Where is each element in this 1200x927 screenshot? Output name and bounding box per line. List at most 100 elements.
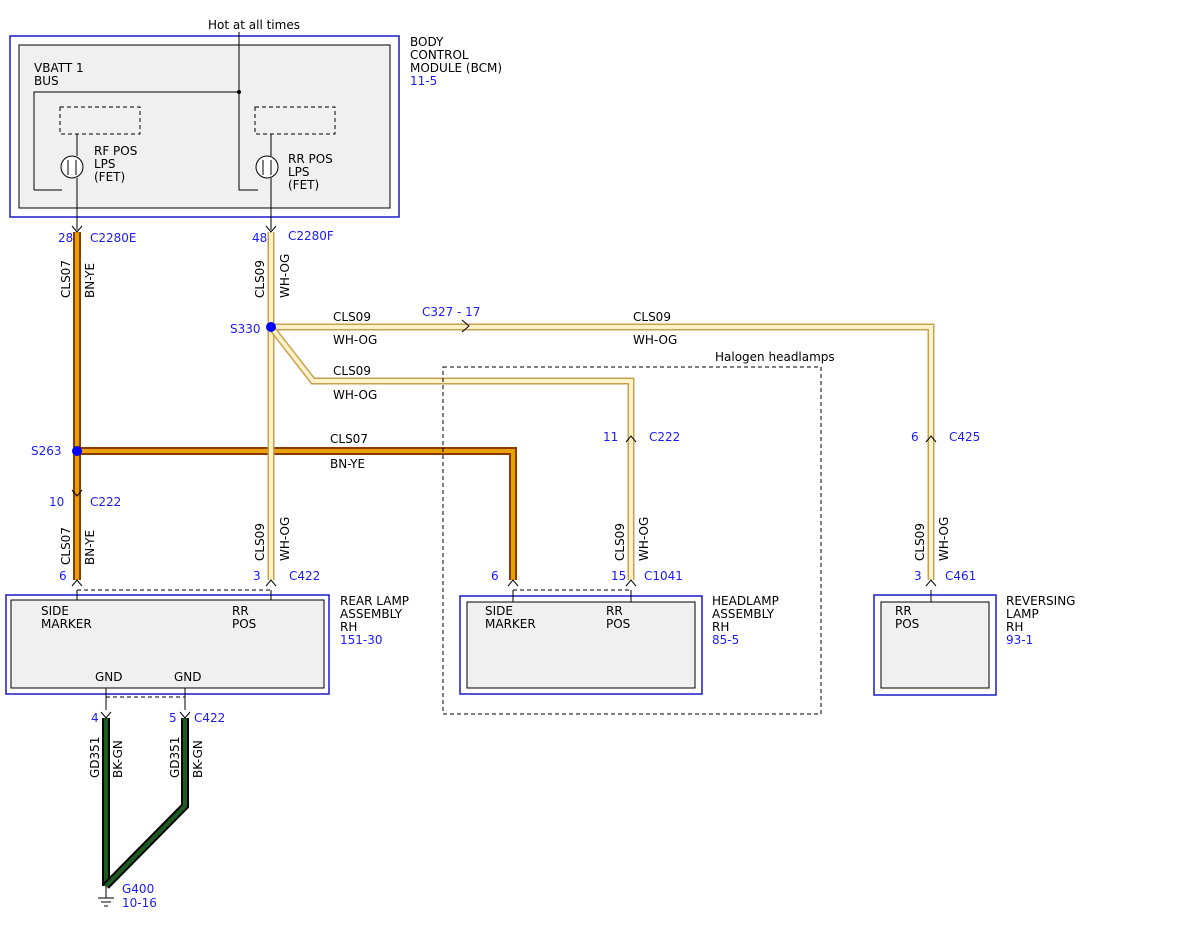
bcm-name-line-1: BODY	[410, 35, 444, 49]
rev-pin: 3	[914, 569, 922, 583]
wire-s330-to-head-pos	[268, 324, 635, 580]
c222-head-name[interactable]: C222	[649, 430, 680, 444]
head-rr-pos-2: POS	[606, 617, 630, 631]
wire-label-whog-low: WH-OG	[278, 517, 292, 561]
connector-c1041-icon	[625, 579, 637, 587]
wire-label-gd351-a: GD351	[88, 737, 102, 778]
rear-ref[interactable]: 151-30	[340, 633, 383, 647]
head-connector[interactable]: C1041	[644, 569, 683, 583]
rf-pos-fet-icon	[59, 106, 141, 179]
rev-name-2: LAMP	[1006, 607, 1039, 621]
rear-pos-pin: 3	[253, 569, 261, 583]
c327-name[interactable]: C327	[422, 305, 453, 319]
wire-label-bkgn-b: BK-GN	[191, 740, 205, 778]
splice-s330-dot	[266, 322, 276, 332]
rear-name-1: REAR LAMP	[340, 594, 409, 608]
c425-pin: 6	[911, 430, 919, 444]
c327-pin: - 17	[457, 305, 480, 319]
c222-left-pin: 10	[49, 495, 64, 509]
splice-s263-label[interactable]: S263	[31, 444, 62, 458]
rev-connector[interactable]: C461	[945, 569, 976, 583]
head-name-1: HEADLAMP	[712, 594, 779, 608]
c425-name[interactable]: C425	[949, 430, 980, 444]
gnd-pin-4: 4	[91, 711, 99, 725]
rear-side-marker-1: SIDE	[41, 604, 69, 618]
head-side-marker-1: SIDE	[485, 604, 513, 618]
wire-label-bnye-h: BN-YE	[330, 457, 365, 471]
wire-label-whog-head: WH-OG	[637, 517, 651, 561]
wire-label-bnye-low: BN-YE	[83, 530, 97, 565]
connector-c327-icon	[461, 319, 470, 333]
wire-label-cls09-top: CLS09	[253, 260, 267, 298]
rear-side-marker-2: MARKER	[41, 617, 92, 631]
connector-c425-icon	[925, 435, 937, 443]
rear-rr-pos-2: POS	[232, 617, 256, 631]
rev-rr-pos-1: RR	[895, 604, 912, 618]
rear-gnd-left: GND	[95, 670, 123, 684]
rf-pos-line-1: RF POS	[94, 144, 137, 158]
c222-head-pin: 11	[603, 430, 618, 444]
headlamp-assembly	[459, 595, 703, 695]
wire-label-whog-top: WH-OG	[278, 254, 292, 298]
head-pos-pin: 15	[611, 569, 626, 583]
rear-side-pin: 6	[59, 569, 67, 583]
wire-label-whog-h2: WH-OG	[633, 333, 677, 347]
wire-label-cls09-head: CLS09	[613, 523, 627, 561]
ground-ref[interactable]: 10-16	[122, 896, 157, 910]
head-side-marker-2: MARKER	[485, 617, 536, 631]
head-ref[interactable]: 85-5	[712, 633, 739, 647]
wire-label-cls09-rev: CLS09	[913, 523, 927, 561]
bcm-internal-wiring	[33, 90, 272, 230]
reversing-lamp	[873, 594, 997, 696]
rr-pos-line-3: (FET)	[288, 178, 319, 192]
rear-connector[interactable]: C422	[289, 569, 320, 583]
gnd-connector[interactable]: C422	[194, 711, 225, 725]
wire-layer	[73, 232, 935, 889]
bcm-top-note: Hot at all times	[208, 18, 300, 32]
connector-c222-head-icon	[625, 435, 637, 443]
ground-icon	[98, 886, 114, 907]
rev-ref[interactable]: 93-1	[1006, 633, 1033, 647]
rev-rr-pos-2: POS	[895, 617, 919, 631]
bcm-ref[interactable]: 11-5	[410, 74, 437, 88]
gnd-pin-5: 5	[169, 711, 177, 725]
wire-label-cls09-h3: CLS09	[333, 364, 371, 378]
head-side-pin: 6	[491, 569, 499, 583]
connector-c422-pos-icon	[265, 579, 277, 587]
rear-name-2: ASSEMBLY	[340, 607, 403, 621]
rear-gnd-right: GND	[174, 670, 202, 684]
connector-c222-left-icon	[71, 489, 83, 497]
splice-s263-dot	[72, 446, 82, 456]
rr-pos-line-1: RR POS	[288, 152, 333, 166]
splice-s330-label[interactable]: S330	[230, 322, 261, 336]
rev-name-3: RH	[1006, 620, 1023, 634]
rear-rr-pos-1: RR	[232, 604, 249, 618]
rear-name-3: RH	[340, 620, 357, 634]
wire-label-whog-rev: WH-OG	[937, 517, 951, 561]
vbatt-bus-line-1: VBATT 1	[34, 61, 84, 75]
c2280e-name[interactable]: C2280E	[90, 231, 137, 245]
rev-name-1: REVERSING	[1006, 594, 1075, 608]
wire-label-gd351-b: GD351	[168, 737, 182, 778]
bcm-name-line-3: MODULE (BCM)	[410, 61, 502, 75]
connector-c461-icon	[925, 579, 937, 587]
wire-label-cls07-h: CLS07	[330, 432, 368, 446]
wire-label-whog-h1: WH-OG	[333, 333, 377, 347]
wire-label-cls09-h2: CLS09	[633, 310, 671, 324]
ground-name[interactable]: G400	[122, 882, 154, 896]
rr-pos-fet-icon	[254, 106, 336, 179]
connector-gnd5-icon	[179, 711, 191, 719]
vbatt-bus-line-2: BUS	[34, 74, 59, 88]
rf-pos-line-3: (FET)	[94, 170, 125, 184]
connector-c2280e-icon	[71, 225, 83, 233]
connector-head-side-icon	[507, 579, 519, 587]
wire-gnd-5	[103, 718, 189, 889]
connector-c422-side-icon	[71, 579, 83, 587]
c2280f-name[interactable]: C2280F	[288, 229, 334, 243]
wire-label-whog-h3: WH-OG	[333, 388, 377, 402]
bcm-name-line-2: CONTROL	[410, 48, 469, 62]
c2280f-pin: 48	[252, 231, 267, 245]
wire-label-cls07-top: CLS07	[59, 260, 73, 298]
c222-left-name[interactable]: C222	[90, 495, 121, 509]
